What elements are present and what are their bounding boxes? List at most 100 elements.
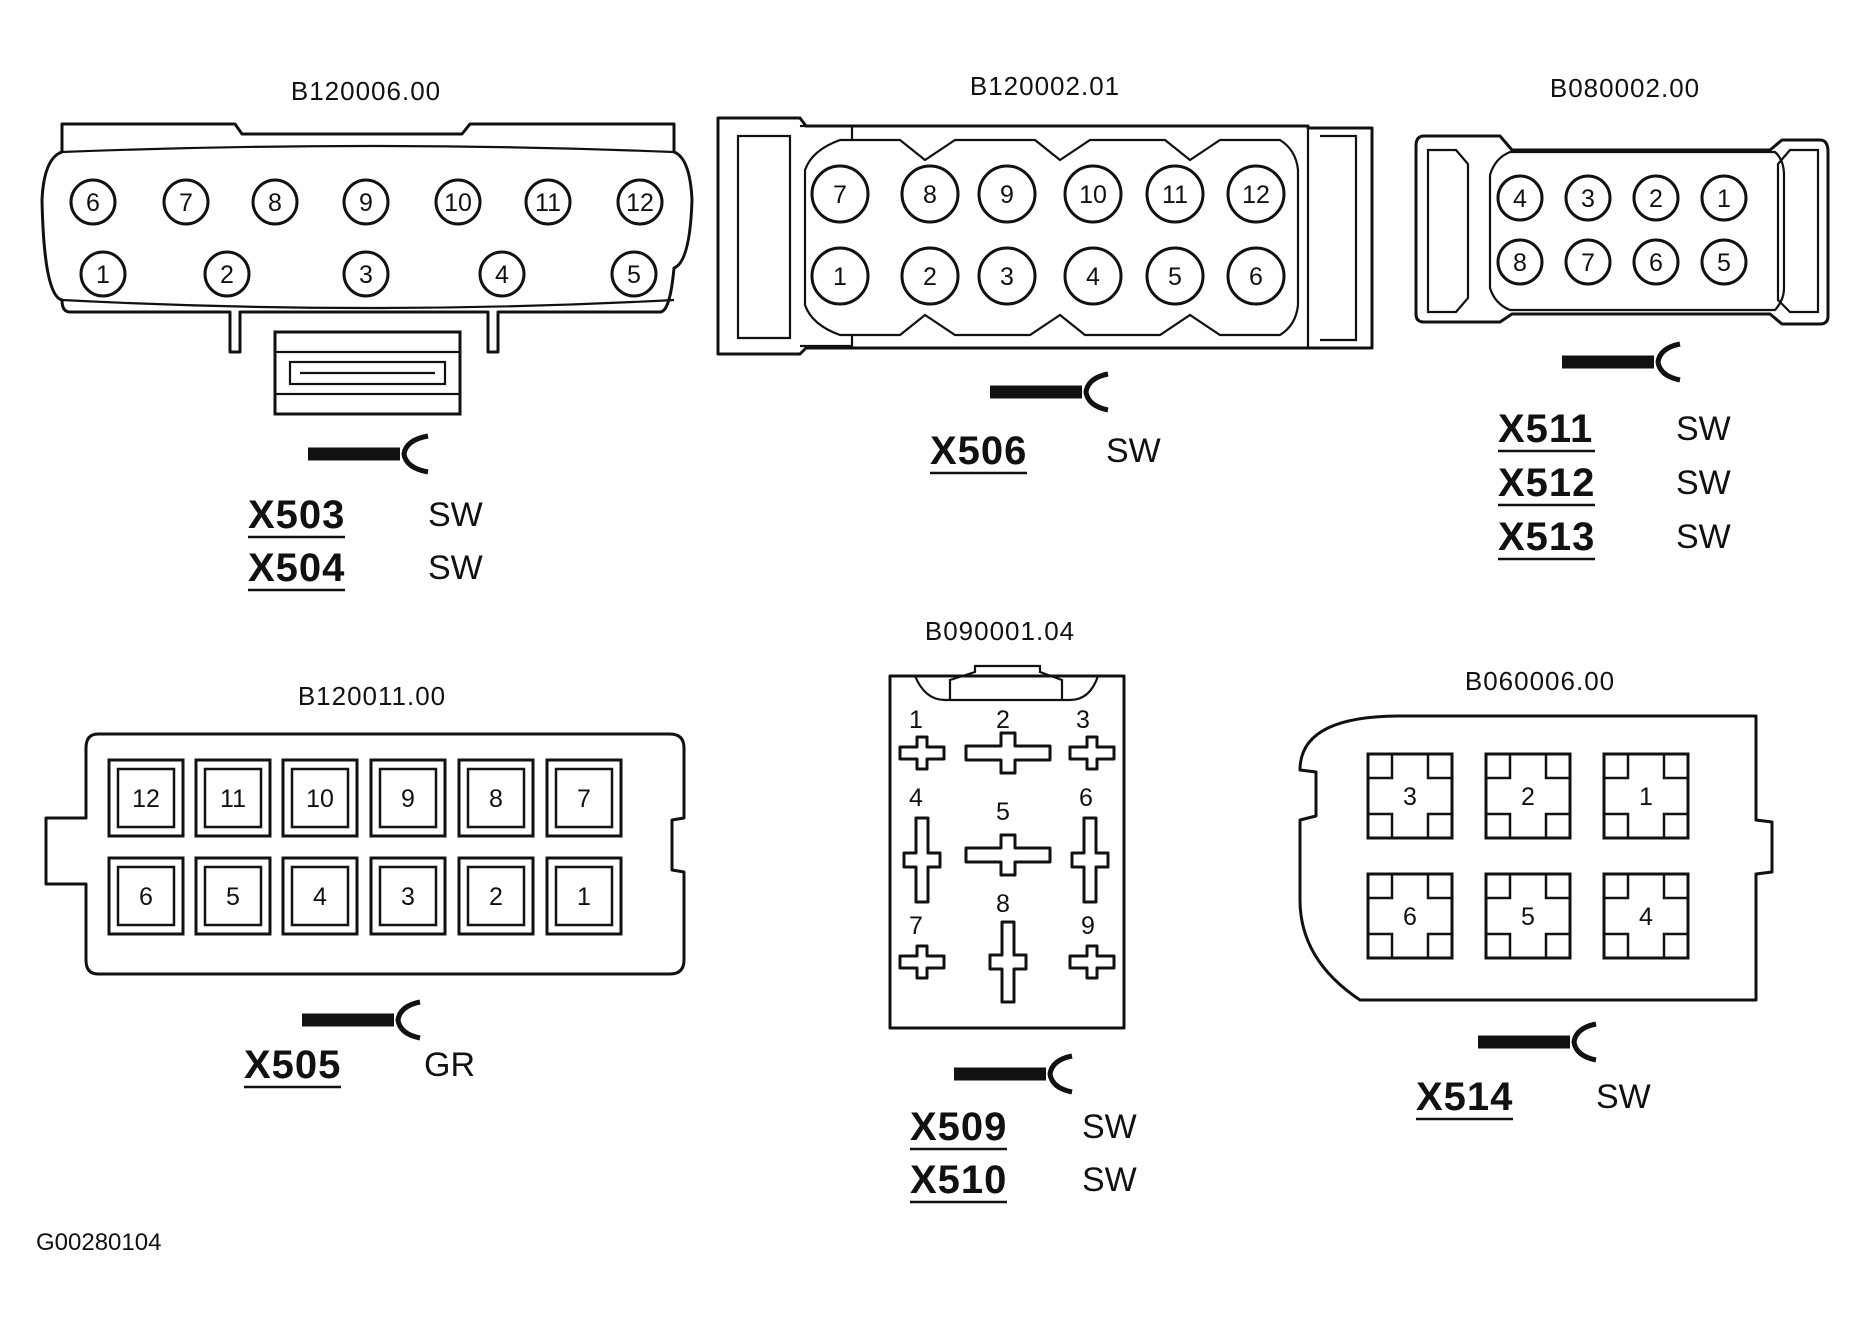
pin-number: 1 [1717, 185, 1731, 213]
pin-socket [977, 164, 1037, 224]
wire-color: SW [1082, 1108, 1137, 1146]
pin-socket [1063, 246, 1123, 306]
pin-number: 3 [401, 883, 415, 911]
side-lock [1776, 148, 1820, 314]
pin-number: 3 [1581, 185, 1595, 213]
pin: 11 [1145, 164, 1205, 224]
pin-number: 1 [96, 261, 110, 289]
pin: 4 [1496, 174, 1544, 222]
pin: 5 [1145, 246, 1205, 306]
pin: 9 [977, 164, 1037, 224]
connector-id: X506 [930, 429, 1027, 473]
pin-socket [1145, 164, 1205, 224]
pin-cavity [1366, 752, 1454, 840]
cavity-corner [1484, 752, 1512, 780]
pin: 7 [162, 178, 210, 226]
pin-number: 6 [1249, 263, 1263, 291]
cavity-corner [1602, 932, 1630, 960]
pin-cavity [1488, 150, 1786, 312]
pin-number: 2 [489, 883, 503, 911]
pin-terminal [902, 816, 942, 904]
pin: 2 [1632, 174, 1680, 222]
pin: 7 [810, 164, 870, 224]
pin-terminal [898, 735, 946, 771]
pin-socket-inner [116, 865, 176, 927]
pin-socket-inner [203, 865, 263, 927]
cavity-corner [1426, 752, 1454, 780]
pin-socket-outer [545, 856, 623, 936]
cavity-corner [1484, 932, 1512, 960]
pin-socket-outer [107, 758, 185, 838]
pin: 1 [810, 246, 870, 306]
housing-edge [800, 124, 854, 140]
pin-socket-outer [369, 758, 447, 838]
pin-cavity [1602, 752, 1690, 840]
connector-code: B120006.00 [291, 76, 441, 106]
pin-number: 2 [1521, 783, 1535, 811]
pin-number: 12 [132, 785, 160, 813]
pin-terminal [898, 944, 946, 980]
pin-number: 7 [909, 912, 923, 940]
side-lock [1320, 134, 1358, 342]
pin: 2 [964, 706, 1052, 775]
pin-terminal [1070, 816, 1110, 904]
cavity-corner [1426, 812, 1454, 840]
pin: 4 [902, 784, 942, 904]
pin-socket-inner [378, 767, 438, 829]
cavity-corner [1602, 812, 1630, 840]
pin-number: 2 [220, 261, 234, 289]
connector-code: B080002.00 [1550, 73, 1700, 103]
connector-housing [1414, 134, 1830, 326]
wire-symbol [954, 1053, 1073, 1095]
pin-number: 2 [923, 263, 937, 291]
pin-socket [1226, 246, 1286, 306]
pin-number: 8 [923, 181, 937, 209]
pin-number: 2 [996, 706, 1010, 734]
pin: 10 [281, 758, 359, 838]
cavity-corner [1366, 812, 1394, 840]
wire-color: SW [428, 496, 483, 534]
pin-number: 8 [489, 785, 503, 813]
connector-id: X513 [1498, 515, 1595, 559]
pin-number: 6 [1079, 784, 1093, 812]
pin: 3 [977, 246, 1037, 306]
side-lock [1426, 148, 1470, 314]
pin: 3 [1068, 706, 1116, 771]
pin-socket-outer [281, 856, 359, 936]
pin: 1 [1700, 174, 1748, 222]
wire-color: SW [1676, 518, 1731, 556]
pin-number: 3 [1403, 783, 1417, 811]
pin-number: 9 [1000, 181, 1014, 209]
pin: 12 [1226, 164, 1286, 224]
wire-symbol [302, 999, 421, 1041]
pin: 6 [1226, 246, 1286, 306]
pin-socket [342, 250, 390, 298]
pin-socket [1700, 238, 1748, 286]
pin-number: 10 [444, 189, 472, 217]
pin-socket-outer [194, 856, 272, 936]
pin: 3 [342, 250, 390, 298]
pin: 6 [1632, 238, 1680, 286]
connector-id: X504 [248, 546, 345, 590]
wire-symbol [1562, 341, 1681, 383]
pin-number: 6 [139, 883, 153, 911]
pin-socket [810, 164, 870, 224]
pin: 9 [369, 758, 447, 838]
wire-color: SW [1596, 1078, 1651, 1116]
pin-number: 1 [1639, 783, 1653, 811]
pin-socket [977, 246, 1037, 306]
connector-housing [1298, 714, 1774, 1002]
pin-number: 5 [627, 261, 641, 289]
pin-socket-outer [457, 856, 535, 936]
cavity-corner [1544, 812, 1572, 840]
pin: 5 [1700, 238, 1748, 286]
pin: 11 [194, 758, 272, 838]
pin-number: 4 [1086, 263, 1100, 291]
pin-number: 12 [626, 189, 654, 217]
cavity-corner [1662, 932, 1690, 960]
pin: 6 [107, 856, 185, 936]
pin-number: 7 [179, 189, 193, 217]
pin-number: 4 [1513, 185, 1527, 213]
